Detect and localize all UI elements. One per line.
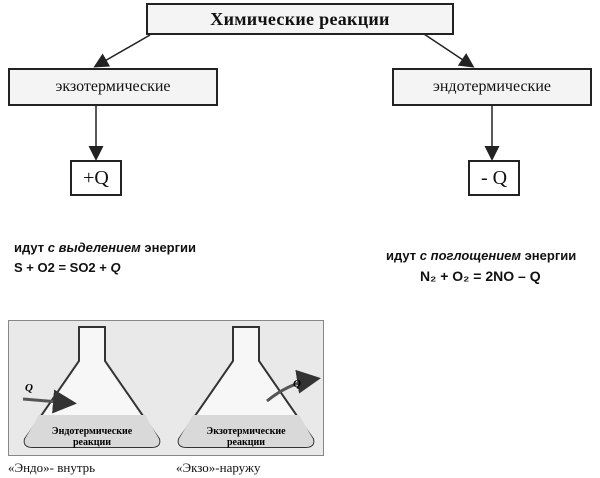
exo-desc-prefix: идут	[14, 240, 48, 255]
minus-q-label: - Q	[480, 166, 508, 189]
exothermic-box: экзотермические	[8, 68, 218, 106]
arrow-to-exo	[93, 34, 151, 68]
minus-q-box: - Q	[468, 160, 520, 196]
endothermic-description: идут с поглощением энергии	[386, 248, 576, 263]
exo-desc-suffix: энергии	[140, 240, 197, 255]
endo-flask-q-label: Q	[25, 382, 33, 394]
caption-endo: «Эндо»- внутрь	[8, 460, 96, 475]
exo-flask-label-line2: реакции	[227, 437, 265, 448]
exo-flask-label-line1: Экзотермические	[206, 426, 286, 437]
diagram-title: Химические реакции	[210, 8, 390, 29]
exo-eq-q: Q	[110, 260, 121, 275]
exothermic-description: идут с выделением энергии	[14, 240, 196, 255]
arrow-to-endo	[417, 29, 475, 68]
endo-desc-suffix: энергии	[521, 248, 577, 263]
exothermic-flask: Q Экзотермические реакции	[177, 326, 321, 448]
title-box: Химические реакции	[146, 3, 454, 35]
exo-desc-emphasis: с выделением	[47, 240, 141, 255]
plus-q-box: +Q	[70, 160, 122, 196]
endo-flask-label-line1: Эндотермические	[52, 426, 133, 437]
endo-desc-emphasis: с поглощением	[419, 248, 522, 263]
endo-desc-prefix: идут	[386, 248, 420, 263]
plus-q-label: +Q	[83, 166, 109, 189]
endothermic-box: эндотермические	[392, 68, 592, 106]
flasks-illustration: Q Эндотермические реакции Q Экзотермичес…	[8, 320, 324, 456]
endothermic-flask: Q Эндотермические реакции	[22, 326, 161, 448]
exo-eq-main: S + O2 = SO2 +	[14, 260, 111, 275]
endo-flask-label-line2: реакции	[73, 437, 111, 448]
exothermic-equation: S + O2 = SO2 + Q	[14, 260, 121, 275]
exo-flask-q-label: Q	[293, 378, 301, 390]
endothermic-equation: N₂ + O₂ = 2NO – Q	[420, 268, 541, 284]
caption-exo: «Экзо»-наружу	[176, 460, 261, 475]
exothermic-label: экзотермические	[55, 78, 171, 95]
endothermic-label: эндотермические	[433, 78, 551, 95]
